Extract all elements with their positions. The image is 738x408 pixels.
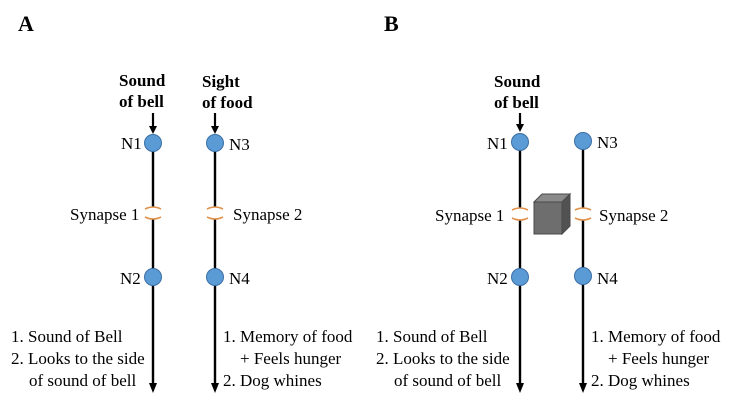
panel-label-a: A <box>18 11 34 36</box>
neuron-n3 <box>574 132 592 150</box>
response-line-2: 2. Looks to the side <box>376 349 510 368</box>
stimulus-food-line1: Sight <box>202 72 240 91</box>
response-line-2: 2. Looks to the side <box>11 349 145 368</box>
pathway-bell-b: Sound of bell Synapse 1 N1 N2 1. Sound o… <box>376 72 541 393</box>
synapse-1-icon <box>511 207 529 221</box>
neuron-n2-label: N2 <box>120 269 141 288</box>
response-line-1: 1. Memory of food <box>591 327 721 346</box>
output-arrow-icon <box>579 383 587 393</box>
synapse-1-label: Synapse 1 <box>70 205 139 224</box>
neuron-n4-label: N4 <box>597 269 618 288</box>
neuron-n1-label: N1 <box>487 134 508 153</box>
synapse-1-label: Synapse 1 <box>435 206 504 225</box>
neuron-n1 <box>144 134 162 152</box>
synapse-2-icon <box>574 207 592 221</box>
neuron-n1-label: N1 <box>121 134 142 153</box>
panel-b: B Sound of bell Synapse 1 N1 N2 1. Sound… <box>376 11 721 393</box>
response-line-3: 2. Dog whines <box>223 371 322 390</box>
stimulus-food-line2: of food <box>202 93 253 112</box>
pathway-food-b: Synapse 2 N3 N4 1. Memory of food + Feel… <box>574 132 721 393</box>
output-arrow-icon <box>149 383 157 393</box>
panel-label-b: B <box>384 11 399 36</box>
neuron-n2-label: N2 <box>487 269 508 288</box>
pathway-bell-a: Sound of bell Synapse 1 N1 N2 1. Sound o… <box>11 71 166 393</box>
response-line-2: + Feels hunger <box>608 349 710 368</box>
response-line-2: + Feels hunger <box>240 349 342 368</box>
neuron-n4 <box>574 267 592 285</box>
neuron-n4 <box>206 268 224 286</box>
output-arrow-icon <box>211 383 219 393</box>
neuron-n2 <box>511 268 529 286</box>
neuron-n3 <box>206 134 224 152</box>
stimulus-bell-line1: Sound <box>494 72 541 91</box>
response-line-1: 1. Sound of Bell <box>376 327 488 346</box>
output-arrow-icon <box>516 383 524 393</box>
pathway-food-a: Sight of food Synapse 2 N3 N4 1. Memory … <box>202 72 353 393</box>
input-arrow-icon <box>149 113 157 134</box>
neuron-n3-label: N3 <box>229 135 250 154</box>
stimulus-bell-line1: Sound <box>119 71 166 90</box>
neuron-n2 <box>144 268 162 286</box>
barrier-block-icon <box>532 192 572 236</box>
synapse-1-icon <box>144 206 162 220</box>
input-arrow-icon <box>516 113 524 132</box>
synapse-2-icon <box>206 206 224 220</box>
response-line-1: 1. Sound of Bell <box>11 327 123 346</box>
panel-a: A Sound of bell Synapse 1 N1 N2 1. Sound… <box>11 11 353 393</box>
stimulus-bell-line2: of bell <box>119 92 164 111</box>
response-line-3: of sound of bell <box>394 371 501 390</box>
neuron-n4-label: N4 <box>229 269 250 288</box>
response-line-3: of sound of bell <box>29 371 136 390</box>
response-line-1: 1. Memory of food <box>223 327 353 346</box>
synapse-2-label: Synapse 2 <box>599 206 668 225</box>
synapse-2-label: Synapse 2 <box>233 205 302 224</box>
neuron-n1 <box>511 133 529 151</box>
response-line-3: 2. Dog whines <box>591 371 690 390</box>
neuron-n3-label: N3 <box>597 133 618 152</box>
stimulus-bell-line2: of bell <box>494 93 539 112</box>
input-arrow-icon <box>211 113 219 134</box>
